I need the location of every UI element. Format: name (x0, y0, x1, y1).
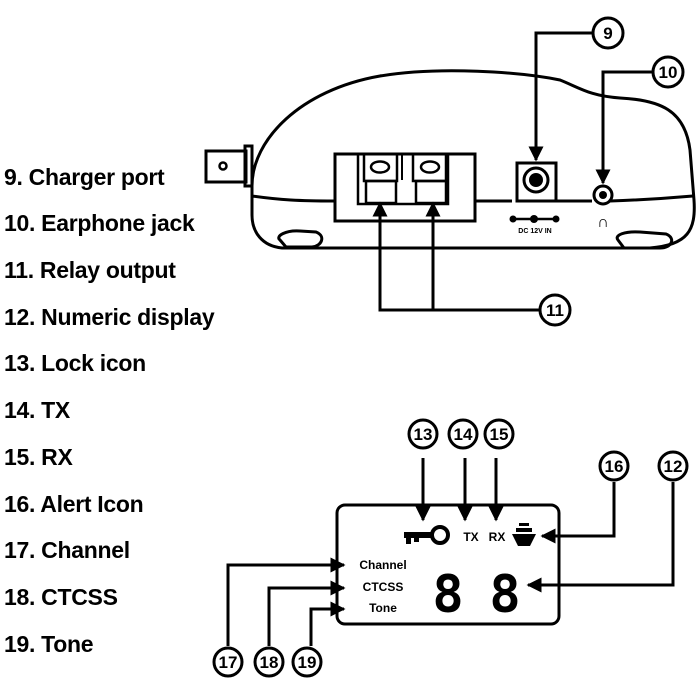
callout-15: 15 (483, 418, 515, 522)
svg-text:13: 13 (414, 425, 433, 444)
dc-jack (509, 161, 560, 223)
legend-item-rx: 15. RX (4, 444, 73, 470)
callout-10: 10 (595, 55, 685, 185)
callout-9: 9 (528, 16, 625, 162)
earphone-jack (592, 184, 614, 206)
callout-11: 11 (372, 201, 572, 327)
rx-indicator: RX (489, 530, 506, 544)
legend-item-numeric-display: 12. Numeric display (4, 304, 215, 330)
svg-text:16: 16 (605, 457, 624, 476)
numeric-digit-1: 8 (432, 565, 463, 625)
callout-12: 12 (526, 450, 689, 593)
callout-13: 13 (407, 418, 439, 522)
numeric-digit-2: 8 (489, 565, 520, 625)
tx-indicator: TX (463, 530, 478, 544)
key-lock-icon (404, 525, 450, 545)
legend-item-lock-icon: 13. Lock icon (4, 350, 146, 376)
legend-item-earphone-jack: 10. Earphone jack (4, 210, 195, 236)
ctcss-label: CTCSS (363, 580, 404, 594)
callout-14: 14 (447, 418, 479, 522)
legend-item-ctcss: 18. CTCSS (4, 584, 118, 610)
relay-terminal-block (333, 152, 477, 223)
channel-label: Channel (359, 558, 406, 572)
callout-17: 17 (212, 557, 346, 678)
callout-16: 16 (540, 450, 630, 544)
svg-text:19: 19 (298, 653, 317, 672)
dc-label: DC 12V IN (518, 228, 551, 235)
svg-text:9: 9 (603, 24, 612, 43)
plug-tab (204, 144, 254, 188)
legend-item-channel: 17. Channel (4, 537, 130, 563)
callout-18: 18 (253, 580, 346, 678)
tone-label: Tone (369, 601, 397, 615)
legend-item-charger-port: 9. Charger port (4, 164, 165, 190)
device-feet (277, 229, 674, 250)
svg-text:14: 14 (454, 425, 473, 444)
svg-text:12: 12 (664, 457, 683, 476)
alert-bell-icon (512, 523, 536, 546)
svg-text:18: 18 (260, 653, 279, 672)
headphone-symbol-icon: ∩ (597, 214, 609, 231)
legend-item-alert-icon: 16. Alert Icon (4, 491, 144, 517)
legend-item-tone: 19. Tone (4, 631, 94, 657)
svg-text:11: 11 (546, 301, 564, 320)
svg-text:15: 15 (490, 425, 509, 444)
svg-text:17: 17 (219, 653, 238, 672)
legend-item-tx: 14. TX (4, 397, 70, 423)
callout-19: 19 (291, 601, 346, 678)
legend-item-relay-output: 11. Relay output (4, 257, 176, 283)
svg-text:10: 10 (659, 63, 678, 82)
